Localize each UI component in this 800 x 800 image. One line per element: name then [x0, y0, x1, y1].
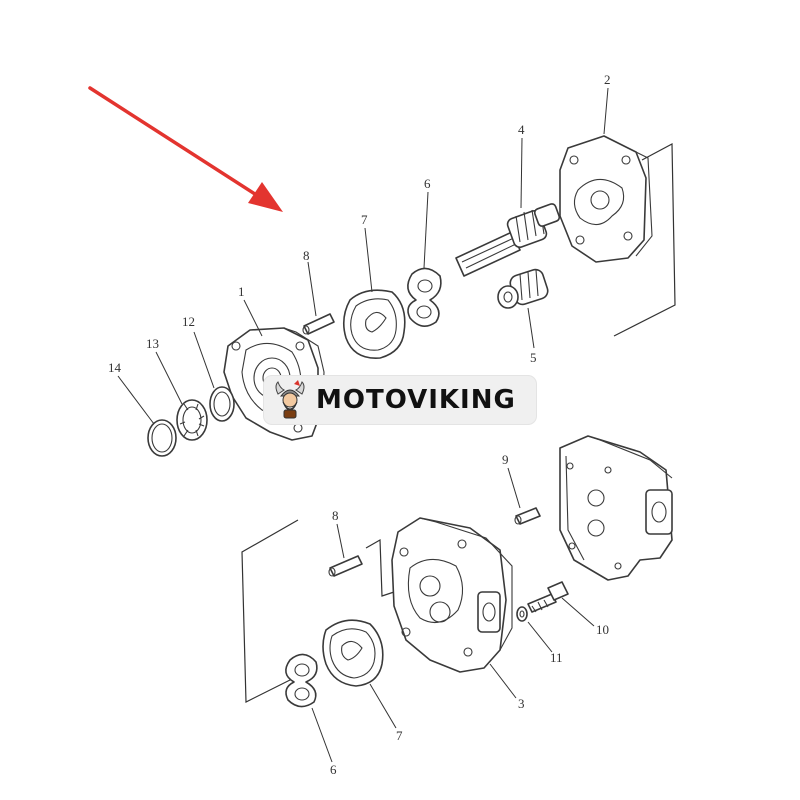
dowel-pin-part-8-top [302, 313, 335, 335]
end-cover-part-2 [559, 135, 653, 263]
part-labels: 2 4 6 7 8 1 12 13 14 5 9 8 10 11 3 7 6 [108, 72, 611, 777]
bolt-part-10 [527, 581, 569, 613]
label-part-4: 4 [518, 122, 525, 137]
label-part-8-bottom: 8 [332, 508, 339, 523]
label-part-7-bottom: 7 [396, 728, 403, 743]
label-part-7-top: 7 [361, 212, 368, 227]
pin-bracket [365, 538, 401, 597]
label-part-8-top: 8 [303, 248, 310, 263]
label-part-1: 1 [238, 284, 245, 299]
dowel-pin-part-8-bottom [328, 555, 363, 577]
label-part-5: 5 [530, 350, 537, 365]
snap-ring-part-14 [147, 419, 177, 457]
red-pointer-arrow [88, 86, 283, 212]
pump-housing-right [559, 435, 673, 581]
label-part-11: 11 [550, 650, 563, 665]
label-part-6-bottom: 6 [330, 762, 337, 777]
drive-shaft-part-4 [455, 203, 561, 277]
upper-group-bracket [613, 143, 676, 337]
label-part-9: 9 [502, 452, 509, 467]
driven-gear-part-5 [497, 268, 549, 309]
seal-part-7-top [342, 289, 406, 359]
label-part-6-top: 6 [424, 176, 431, 191]
gear-housing-part-3 [391, 517, 513, 673]
label-part-14: 14 [108, 360, 122, 375]
wear-plate-part-6-bottom [285, 653, 318, 708]
washer-part-11 [516, 606, 528, 622]
leader-lines [117, 87, 609, 763]
label-part-13: 13 [146, 336, 159, 351]
label-part-10: 10 [596, 622, 609, 637]
lower-group-bracket [241, 519, 299, 703]
bearing-part-13 [176, 399, 208, 441]
wear-plate-part-6-top [407, 267, 442, 327]
label-part-3: 3 [518, 696, 525, 711]
brand-watermark: MOTOVIKING [264, 376, 536, 424]
seal-part-7-bottom [322, 619, 384, 687]
watermark-text: MOTOVIKING [316, 385, 516, 415]
pin-part-9 [514, 507, 541, 525]
washer-part-12 [209, 386, 235, 422]
viking-mascot-icon [275, 380, 305, 419]
label-part-2: 2 [604, 72, 611, 87]
label-part-12: 12 [182, 314, 195, 329]
